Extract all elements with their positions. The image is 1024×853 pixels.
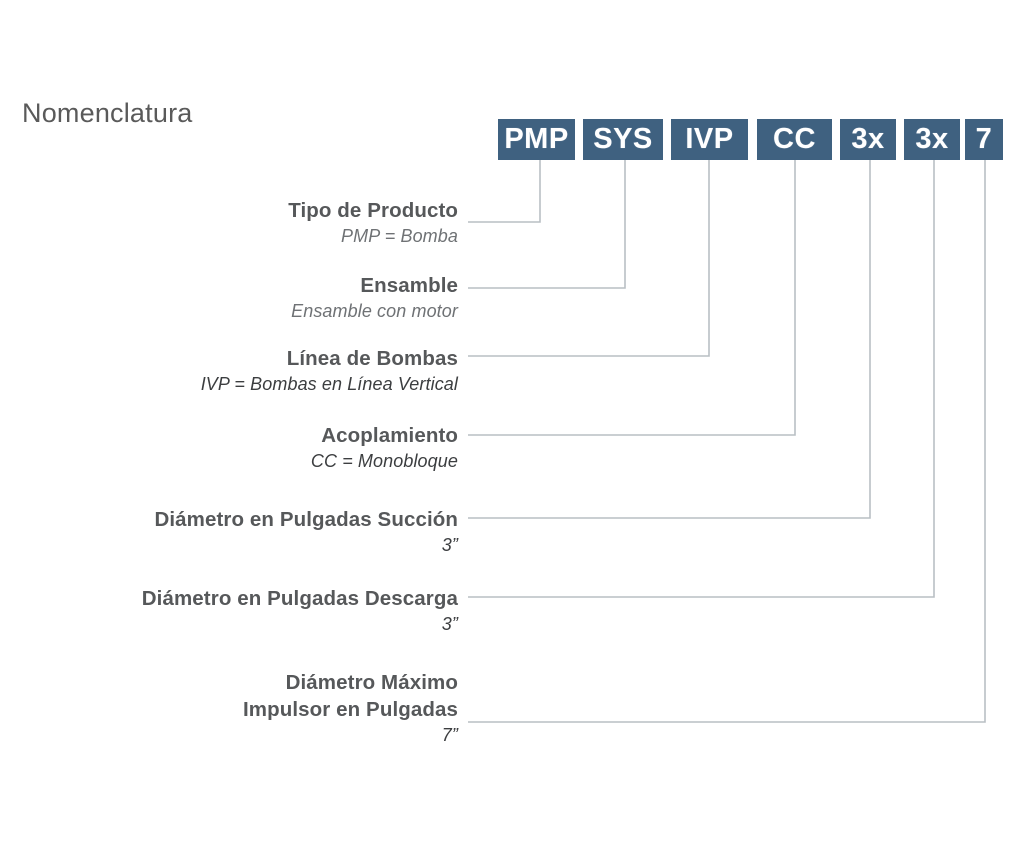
label-block-5: Diámetro en Pulgadas Succión 3” <box>154 507 458 558</box>
connector-line-1 <box>468 160 541 223</box>
label-main-4: Acoplamiento <box>321 424 458 447</box>
label-sub-5: 3” <box>441 535 458 555</box>
label-main-3: Línea de Bombas <box>286 347 458 370</box>
connector-line-7 <box>468 160 986 723</box>
label-block-6: Diámetro en Pulgadas Descarga 3” <box>142 586 458 637</box>
code-segment-1[interactable]: PMP <box>498 119 575 160</box>
label-main-5: Diámetro en Pulgadas Succión <box>154 508 458 531</box>
label-main-6: Diámetro en Pulgadas Descarga <box>141 587 458 610</box>
label-sub-2: Ensamble con motor <box>291 301 458 321</box>
label-block-4: Acoplamiento CC = Monobloque <box>311 423 458 474</box>
code-segment-3[interactable]: IVP <box>671 119 748 160</box>
connector-line-2 <box>468 160 626 289</box>
label-main-line-2: Impulsor en Pulgadas <box>242 698 458 721</box>
code-segment-7[interactable]: 7 <box>965 119 1003 160</box>
code-segment-2[interactable]: SYS <box>583 119 663 160</box>
label-sub-6: 3” <box>441 614 458 634</box>
connector-line-6 <box>468 160 935 598</box>
code-segment-4[interactable]: CC <box>757 119 832 160</box>
label-sub-1: PMP = Bomba <box>341 226 458 246</box>
connector-line-3 <box>468 160 710 357</box>
connector-line-4 <box>468 160 796 436</box>
label-sub-7: 7” <box>441 725 458 745</box>
connector-line-5 <box>468 160 871 519</box>
page-title: Nomenclatura <box>22 98 193 128</box>
code-segment-5[interactable]: 3x <box>840 119 896 160</box>
label-sub-4: CC = Monobloque <box>310 451 458 471</box>
label-main-line-1: Diámetro Máximo <box>285 671 458 694</box>
label-main-2: Ensamble <box>360 274 458 297</box>
label-main-1: Tipo de Producto <box>288 199 458 222</box>
code-segment-6[interactable]: 3x <box>904 119 960 160</box>
label-sub-3: IVP = Bombas en Línea Vertical <box>200 374 458 394</box>
